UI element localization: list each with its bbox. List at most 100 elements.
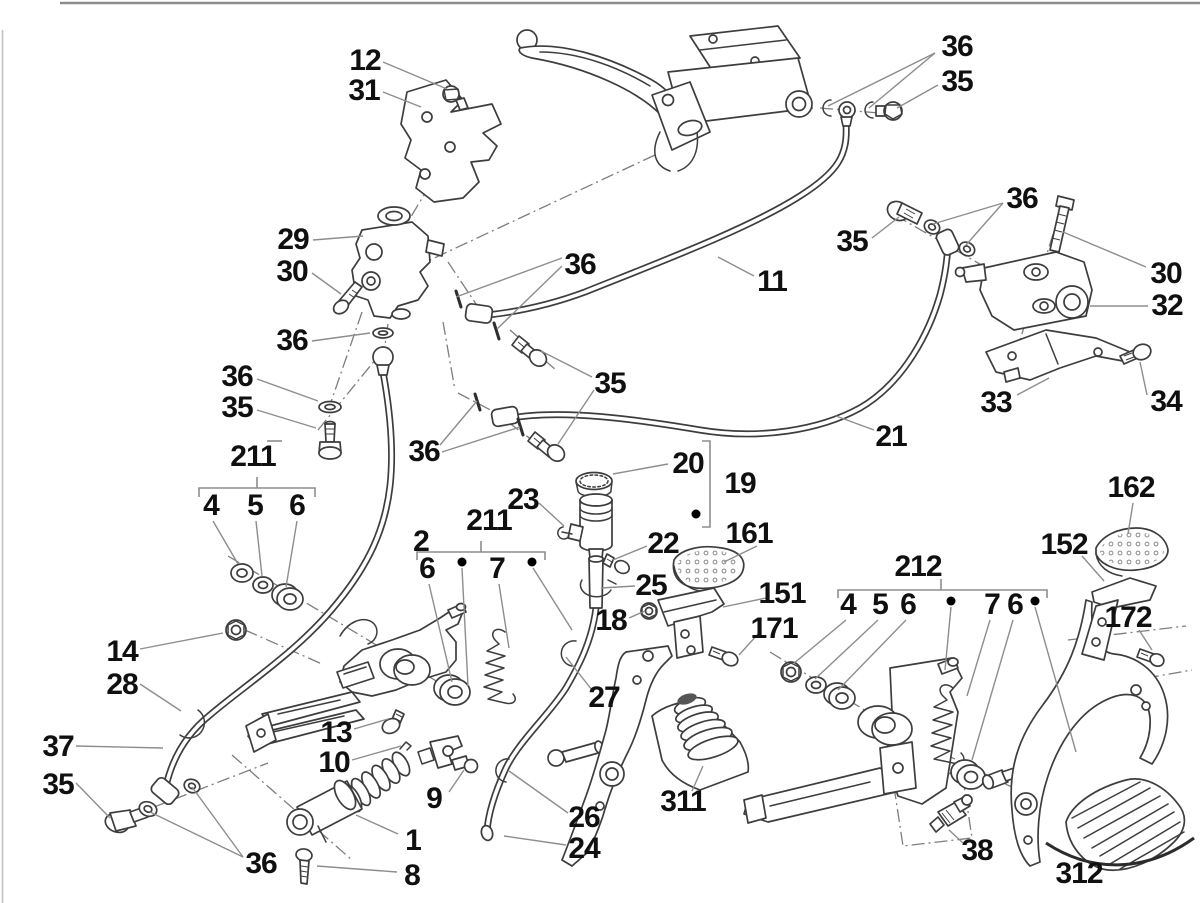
bushing-6-center (433, 674, 471, 706)
part-label-311: 311 (660, 785, 706, 818)
assembly-marker-dot (527, 557, 537, 567)
part-label-35: 35 (836, 225, 868, 258)
rear-cylinder-32 (954, 251, 1093, 331)
washer-group-212-right (780, 661, 856, 710)
part-label-34: 34 (1150, 385, 1182, 418)
reservoir-body-19 (579, 493, 613, 559)
pedal-plate-151 (657, 587, 725, 659)
banjo-fitting-top (822, 99, 903, 127)
hose-clamp-27-drawing (560, 640, 577, 667)
part-label-161: 161 (725, 517, 773, 550)
part-label-4: 4 (840, 588, 857, 621)
group-bracket-211-left (198, 440, 316, 497)
part-label-36: 36 (221, 360, 253, 393)
group-bracket-212-right (837, 579, 1048, 598)
front-brake-hose-11 (464, 120, 850, 324)
pedal-pad-161 (672, 545, 745, 592)
part-label-24: 24 (568, 832, 600, 865)
clip-10-drawing (399, 741, 412, 751)
nut-18-drawing (640, 602, 658, 620)
part-label-26: 26 (568, 801, 600, 834)
part-label-36: 36 (408, 435, 440, 468)
part-label-212: 212 (894, 550, 942, 583)
screw-30-left-drawing (332, 281, 363, 315)
rear-brake-hose-21 (490, 228, 960, 438)
valve-29-drawing (351, 206, 445, 320)
pedal-pad-162 (1095, 527, 1169, 577)
bracket-33-drawing (985, 329, 1131, 383)
bolt-8-drawing (295, 848, 313, 885)
part-label-37: 37 (42, 730, 74, 763)
part-label-10: 10 (318, 746, 350, 779)
leader-lines (75, 52, 1153, 873)
hose-clamp-28-drawing (179, 709, 206, 739)
part-label-7: 7 (984, 588, 1001, 621)
part-label-38: 38 (961, 834, 993, 867)
part-label-1: 1 (405, 824, 422, 857)
part-label-36: 36 (564, 248, 596, 281)
pedal-plate-152 (1081, 577, 1157, 661)
part-label-35: 35 (42, 768, 74, 801)
part-label-21: 21 (875, 420, 907, 453)
part-label-19: 19 (724, 467, 756, 500)
part-label-211: 211 (466, 504, 512, 537)
reservoir-hose-24 (480, 604, 600, 842)
mount-plates-13 (245, 618, 378, 753)
part-label-6: 6 (900, 588, 917, 621)
hose-clip-marks (454, 289, 525, 437)
banjo-bolts-35-center (511, 335, 566, 463)
right-pedal-arm (1010, 599, 1169, 867)
assembly-marker-dot (1030, 596, 1040, 606)
rubber-mat-312 (1045, 778, 1195, 872)
banjo-bolt-35-right (886, 200, 976, 257)
assembly-marker-dot (691, 509, 701, 519)
standpipe-and-clamp-25 (579, 555, 617, 609)
part-label-36: 36 (276, 324, 308, 357)
part-label-6: 6 (289, 489, 306, 522)
elbow-fitting-23 (557, 523, 584, 542)
part-label-29: 29 (277, 223, 309, 256)
washer-36-under-valve (372, 327, 394, 376)
part-label-8: 8 (404, 859, 421, 892)
part-label-11: 11 (757, 265, 788, 298)
hose-37 (150, 368, 396, 806)
part-label-35: 35 (941, 65, 973, 98)
center-pedal-arm (561, 645, 673, 867)
nut-14-drawing (225, 619, 247, 641)
part-label-18: 18 (595, 604, 627, 637)
washer-36-and-bolt-35-left (318, 400, 342, 460)
part-label-4: 4 (203, 489, 220, 522)
part-label-152: 152 (1040, 528, 1088, 561)
part-label-312: 312 (1055, 857, 1103, 890)
part-label-22: 22 (647, 527, 679, 560)
part-label-172: 172 (1104, 601, 1152, 634)
part-label-28: 28 (106, 668, 138, 701)
right-pedal-bracket (743, 657, 963, 824)
bolt-13-drawing (381, 709, 405, 735)
assembly-marker-dot (946, 596, 956, 606)
part-label-13: 13 (320, 716, 352, 749)
part-label-30: 30 (276, 255, 308, 288)
part-label-162: 162 (1107, 471, 1155, 504)
part-label-2: 2 (413, 525, 430, 558)
part-label-171: 171 (750, 612, 798, 645)
part-label-35: 35 (221, 391, 253, 424)
brake-switch-38 (929, 794, 973, 833)
part-label-25: 25 (635, 569, 667, 602)
part-label-5: 5 (247, 489, 264, 522)
hose-clamp-26-drawing (495, 758, 510, 783)
group-bracket-19 (702, 440, 711, 528)
part-label-35: 35 (594, 367, 626, 400)
part-label-30: 30 (1150, 257, 1182, 290)
bracket-31-drawing (400, 79, 502, 203)
rubber-boot-311 (651, 693, 750, 791)
screw-172-drawing (1136, 648, 1165, 668)
washer-group-211-left (230, 563, 304, 611)
screw-34-drawing (1119, 343, 1152, 365)
part-label-20: 20 (672, 447, 704, 480)
part-label-32: 32 (1151, 289, 1183, 322)
